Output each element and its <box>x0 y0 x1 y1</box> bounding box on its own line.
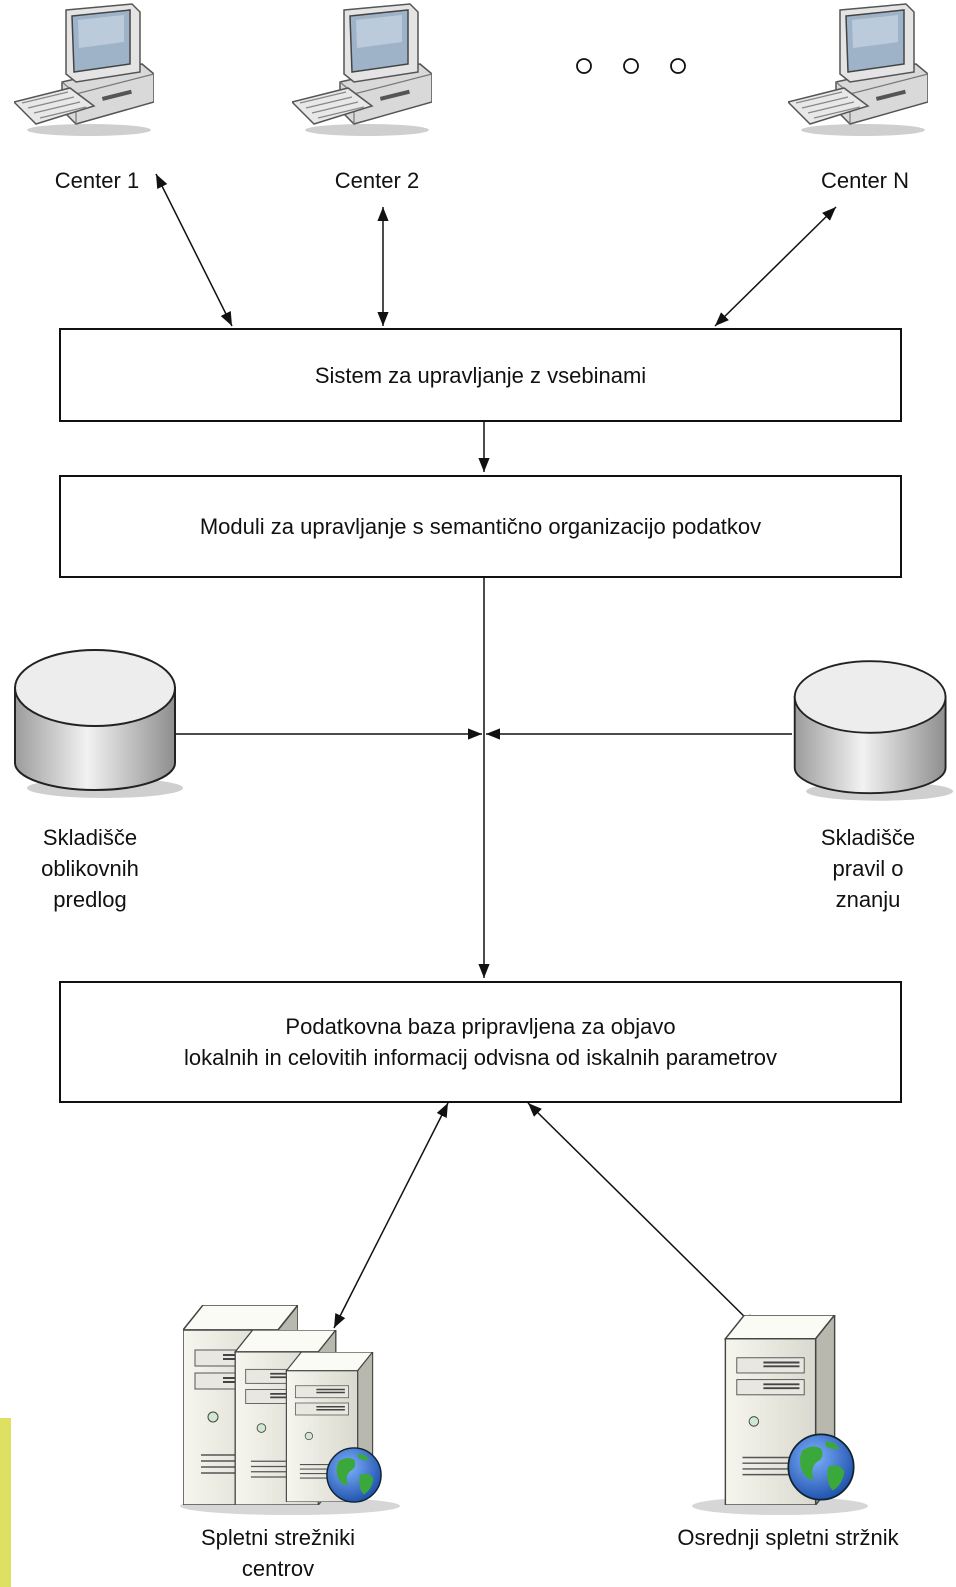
templates-storage-line2: oblikovnih <box>41 856 139 881</box>
arrow-centern-cms <box>714 206 837 327</box>
ellipsis-circles-icon <box>576 58 686 74</box>
center-servers-label: Spletni strežniki centrov <box>178 1522 378 1584</box>
central-server-line1: Osrednji spletni stržnik <box>677 1525 899 1550</box>
center-servers-line1: Spletni strežniki <box>200 1525 356 1550</box>
arrow-center1-cms <box>155 173 233 327</box>
computer-icon-center-1 <box>14 3 154 137</box>
rules-storage-line2: pravil o <box>832 856 904 881</box>
computer-icon-center-n <box>788 3 928 137</box>
web-server-cluster-icon <box>180 1305 400 1515</box>
modules-box: Moduli za upravljanje s semantično organ… <box>59 475 902 578</box>
modules-box-text: Moduli za upravljanje s semantično organ… <box>199 514 762 539</box>
accent-strip <box>0 1418 11 1587</box>
cms-box: Sistem za upravljanje z vsebinami <box>59 328 902 422</box>
computer-icon-center-2 <box>292 3 432 137</box>
center-servers-line2: centrov <box>241 1556 315 1581</box>
database-box: Podatkovna baza pripravljena za objavo l… <box>59 981 902 1103</box>
templates-storage-line3: predlog <box>53 887 127 912</box>
database-cylinder-icon-rules <box>793 660 955 802</box>
center-1-label: Center 1 <box>54 168 140 193</box>
arrow-database-central-server <box>527 1102 757 1329</box>
database-cylinder-icon-templates <box>14 649 184 798</box>
cms-box-text: Sistem za upravljanje z vsebinami <box>314 362 647 388</box>
center-n-label: Center N <box>820 168 910 193</box>
central-server-label: Osrednji spletni stržnik <box>648 1522 928 1553</box>
center-2-label: Center 2 <box>334 168 420 193</box>
templates-storage-label: Skladišče oblikovnih predlog <box>18 822 162 915</box>
templates-storage-line1: Skladišče <box>42 825 138 850</box>
arrow-database-center-servers <box>333 1102 449 1329</box>
database-box-line2: lokalnih in celovitih informacij odvisna… <box>183 1045 778 1070</box>
web-server-icon <box>692 1315 868 1515</box>
rules-storage-label: Skladišče pravil o znanju <box>796 822 940 915</box>
rules-storage-line1: Skladišče <box>820 825 916 850</box>
rules-storage-line3: znanju <box>835 887 901 912</box>
database-box-line1: Podatkovna baza pripravljena za objavo <box>285 1014 676 1039</box>
